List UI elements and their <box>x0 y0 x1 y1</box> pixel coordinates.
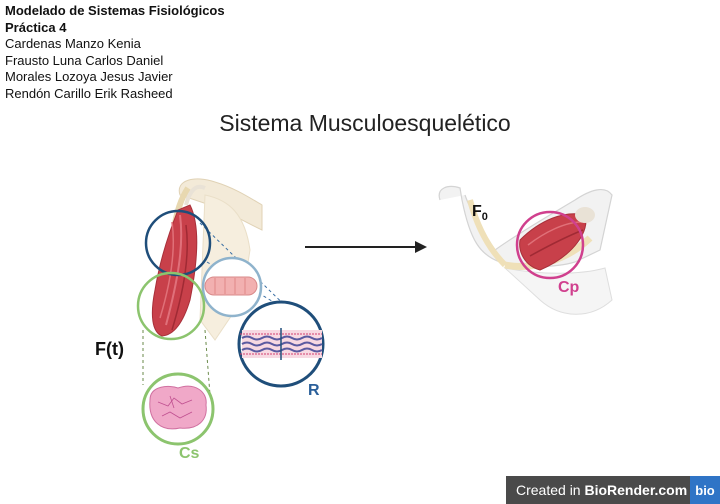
biorender-badge[interactable]: Created in BioRender.com bio <box>506 476 720 504</box>
author-4: Rendón Carillo Erik Rasheed <box>5 85 173 101</box>
badge-brand: BioRender.com <box>584 482 688 498</box>
header-block: Modelado de Sistemas Fisiológicos Prácti… <box>5 3 225 103</box>
author-2: Frausto Luna Carlos Daniel <box>5 52 164 68</box>
course-title: Modelado de Sistemas Fisiológicos <box>5 3 225 18</box>
author-3: Morales Lozoya Jesus Javier <box>5 69 173 85</box>
badge-created-in: Created in <box>516 482 585 498</box>
tissue-section-circle <box>141 372 215 446</box>
shoulder-arm-illustration <box>151 178 263 341</box>
sarcomere-circle <box>237 300 325 388</box>
cp-label: Cp <box>558 279 580 296</box>
muscle-fiber-circle <box>201 256 263 318</box>
biorender-logo-icon: bio <box>690 476 720 504</box>
muscle-detail-circle <box>144 209 212 277</box>
transition-arrow-icon <box>305 241 427 253</box>
resistance-label: R <box>308 382 320 399</box>
author-1: Cardenas Manzo Kenia <box>5 36 141 52</box>
f0-base: F <box>472 203 482 220</box>
cross-section-circle <box>136 271 206 341</box>
force-t-label: F(t) <box>95 339 124 359</box>
flexed-arm-illustration <box>438 185 613 315</box>
f0-label: F0 <box>472 203 488 223</box>
badge-text: Created in BioRender.com <box>506 482 690 498</box>
f0-subscript: 0 <box>481 211 488 224</box>
practice-label: Práctica 4 <box>5 19 67 35</box>
biceps-highlight-circle <box>515 210 585 280</box>
diagram-title: Sistema Musculoesquelético <box>219 110 511 136</box>
cs-label: Cs <box>179 445 200 462</box>
